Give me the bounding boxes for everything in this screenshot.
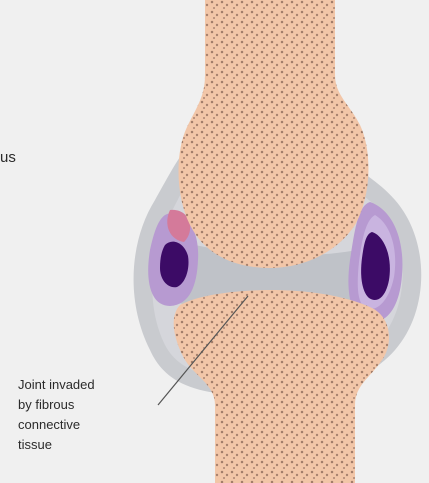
callout-line-2: by fibrous: [18, 395, 168, 415]
upper-bone-texture: [178, 0, 368, 268]
callout-line-1: Joint invaded: [18, 375, 168, 395]
partial-label-text: us: [0, 149, 16, 167]
callout-line-3: connective: [18, 415, 168, 435]
callout-line-4: tissue: [18, 435, 168, 455]
callout-label: Joint invaded by fibrous connective tiss…: [18, 375, 168, 455]
